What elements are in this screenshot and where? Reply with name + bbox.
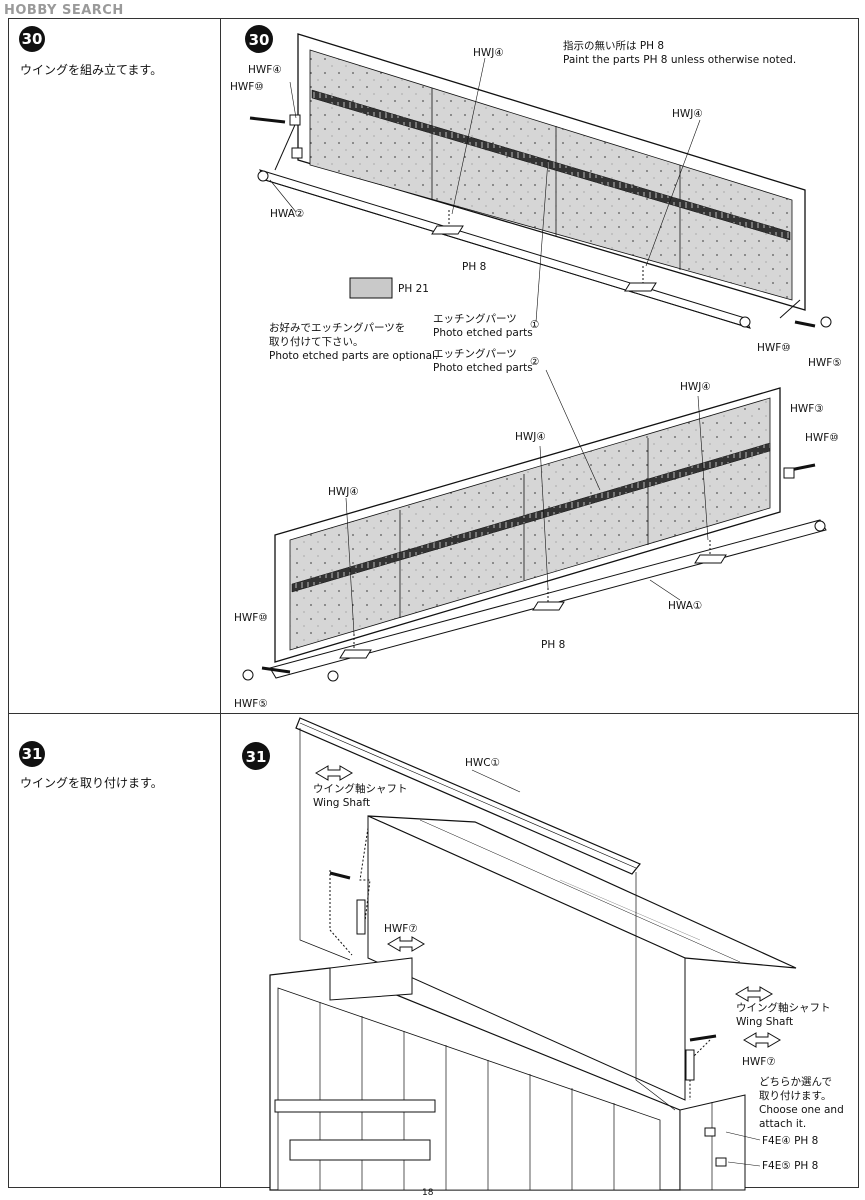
label-hwf10-right: HWF⑩: [757, 342, 791, 354]
label-hwj4-b: HWJ④: [672, 108, 703, 120]
label-hwf10-bottom-right: HWF⑩: [805, 432, 839, 444]
wing-panel-top: [249, 33, 832, 329]
wing-panel-bottom: [242, 387, 827, 682]
optional-note-jp-2: 取り付けて下さい。: [269, 336, 364, 348]
step-31-badge: 31: [19, 741, 45, 767]
watermark: HOBBY SEARCH: [4, 3, 124, 18]
label-f4e4: F4E④ PH 8: [762, 1135, 819, 1147]
etched2-jp: エッチングパーツ: [433, 348, 517, 360]
etched2-num: ②: [530, 356, 540, 368]
svg-text:30: 30: [249, 31, 270, 49]
label-hwf5-left: HWF⑤: [234, 698, 268, 710]
step-31-instruction: ウイングを取り付けます。: [20, 776, 163, 790]
label-ph8-bottom: PH 8: [541, 639, 566, 651]
step-30-badge: 30: [19, 26, 45, 52]
label-hwf10-left: HWF⑩: [234, 612, 268, 624]
label-hwf7-b: HWF⑦: [742, 1056, 776, 1068]
wing-shaft-jp-2: ウイング軸シャフト: [736, 1002, 831, 1014]
label-f4e5: F4E⑤ PH 8: [762, 1160, 819, 1172]
label-hwf3: HWF③: [790, 403, 824, 415]
wing-attach-diagram: [269, 717, 797, 1191]
step-31-diagram-badge: 31: [242, 742, 270, 770]
optional-note-en: Photo etched parts are optional.: [269, 350, 439, 362]
etched1-jp: エッチングパーツ: [433, 313, 517, 325]
label-hwf7-a: HWF⑦: [384, 923, 418, 935]
choose-en-2: attach it.: [759, 1118, 807, 1130]
svg-text:31: 31: [246, 748, 267, 766]
optional-note-jp-1: お好みでエッチングパーツを: [269, 322, 406, 334]
label-hwf10: HWF⑩: [230, 81, 264, 93]
etched1-en: Photo etched parts: [433, 327, 533, 339]
paint-note-en: Paint the parts PH 8 unless otherwise no…: [563, 54, 797, 66]
paint-note-jp: 指示の無い所は PH 8: [563, 40, 665, 52]
label-hwj4-a: HWJ④: [473, 47, 504, 59]
label-hwj4-c: HWJ④: [680, 381, 711, 393]
label-hwf5-right: HWF⑤: [808, 357, 842, 369]
choose-en-1: Choose one and: [759, 1104, 844, 1116]
label-ph21: PH 21: [398, 283, 429, 295]
step-divider: [8, 713, 859, 714]
label-hwa1: HWA①: [668, 600, 703, 612]
page-number: 18: [422, 1188, 434, 1198]
wing-shaft-en-1: Wing Shaft: [313, 797, 371, 809]
label-hwa2: HWA②: [270, 208, 305, 220]
label-hwf4: HWF④: [248, 64, 282, 76]
label-hwj4-e: HWJ④: [328, 486, 359, 498]
step-30-instruction: ウイングを組み立てます。: [20, 63, 163, 77]
etched2-en: Photo etched parts: [433, 362, 533, 374]
label-hwj4-d: HWJ④: [515, 431, 546, 443]
choose-jp-1: どちらか選んで: [759, 1076, 832, 1088]
wing-shaft-en-2: Wing Shaft: [736, 1016, 794, 1028]
label-hwc1: HWC①: [465, 757, 501, 769]
column-divider: [220, 18, 221, 1188]
color-chip-ph21: [349, 277, 393, 299]
step-30-diagram-badge: 30: [245, 25, 273, 53]
choose-jp-2: 取り付けます。: [759, 1090, 832, 1102]
label-ph8-top: PH 8: [462, 261, 487, 273]
etched1-num: ①: [530, 319, 540, 331]
wing-shaft-jp-1: ウイング軸シャフト: [313, 783, 408, 795]
